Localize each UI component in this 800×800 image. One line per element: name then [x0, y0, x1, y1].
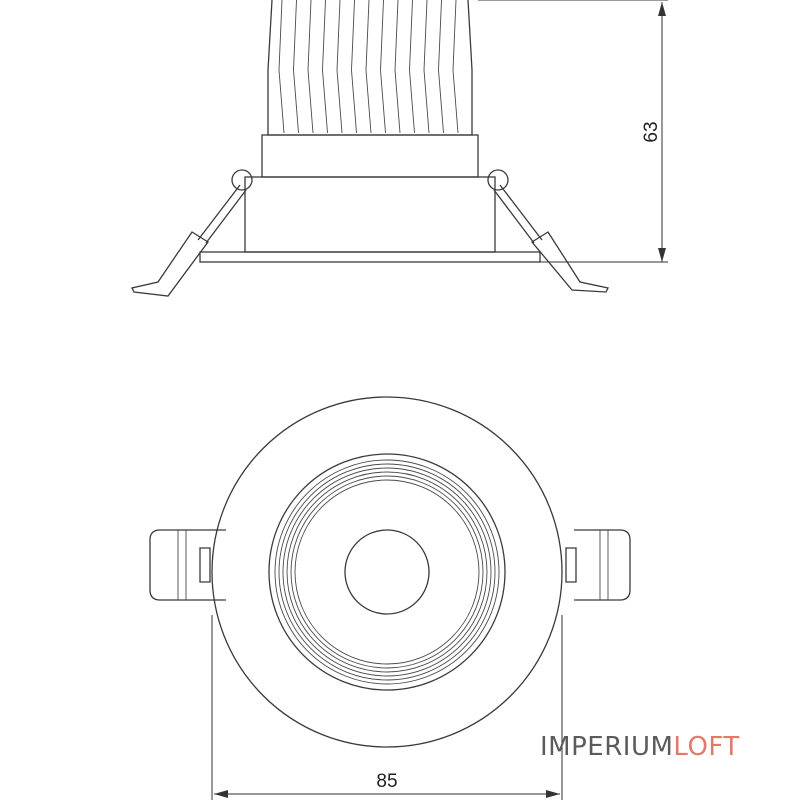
- reflector-ring: [268, 453, 506, 691]
- heatsink-fin: [351, 0, 357, 134]
- brand-logo: IMPERIUMLOFT: [540, 732, 740, 762]
- heatsink-fin: [423, 0, 430, 134]
- height-dimension: 63: [478, 0, 668, 263]
- height-dimension-label: 63: [641, 121, 662, 142]
- heatsink-fin: [452, 0, 459, 134]
- heatsink-fin: [322, 0, 328, 134]
- heatsink-fin: [380, 0, 386, 134]
- diameter-dimension: 85: [211, 615, 563, 800]
- side-view: 63: [131, 0, 668, 297]
- heatsink-fin: [293, 0, 299, 134]
- front-view: 85: [149, 396, 631, 800]
- diameter-dimension-label: 85: [376, 771, 397, 792]
- mount-tab-right: [565, 529, 631, 601]
- heatsink-fin: [365, 0, 372, 134]
- heatsink-fin: [278, 0, 285, 134]
- mount-tab-left: [149, 529, 226, 601]
- spring-clip-left: [131, 169, 253, 297]
- brand-name-part2: LOFT: [673, 732, 740, 762]
- reflector-ring: [278, 463, 496, 681]
- brand-name-part1: IMPERIUM: [540, 732, 674, 762]
- led-lens: [344, 529, 430, 615]
- reflector-rings: [268, 453, 506, 691]
- reflector-ring: [282, 467, 492, 677]
- reflector-ring: [294, 479, 480, 665]
- flange: [199, 251, 541, 263]
- heatsink-fin: [307, 0, 314, 134]
- reflector-ring: [290, 475, 484, 669]
- heatsink-fin: [336, 0, 343, 134]
- heatsink-fin: [438, 0, 444, 134]
- heatsink-fin: [394, 0, 401, 134]
- heatsink-fin: [409, 0, 415, 134]
- spring-clip-right: [487, 169, 609, 293]
- collar: [261, 134, 479, 178]
- reflector-ring: [274, 459, 500, 685]
- reflector-ring: [286, 471, 488, 673]
- housing: [244, 176, 496, 253]
- heatsink: [267, 0, 473, 136]
- outer-bezel: [211, 396, 563, 748]
